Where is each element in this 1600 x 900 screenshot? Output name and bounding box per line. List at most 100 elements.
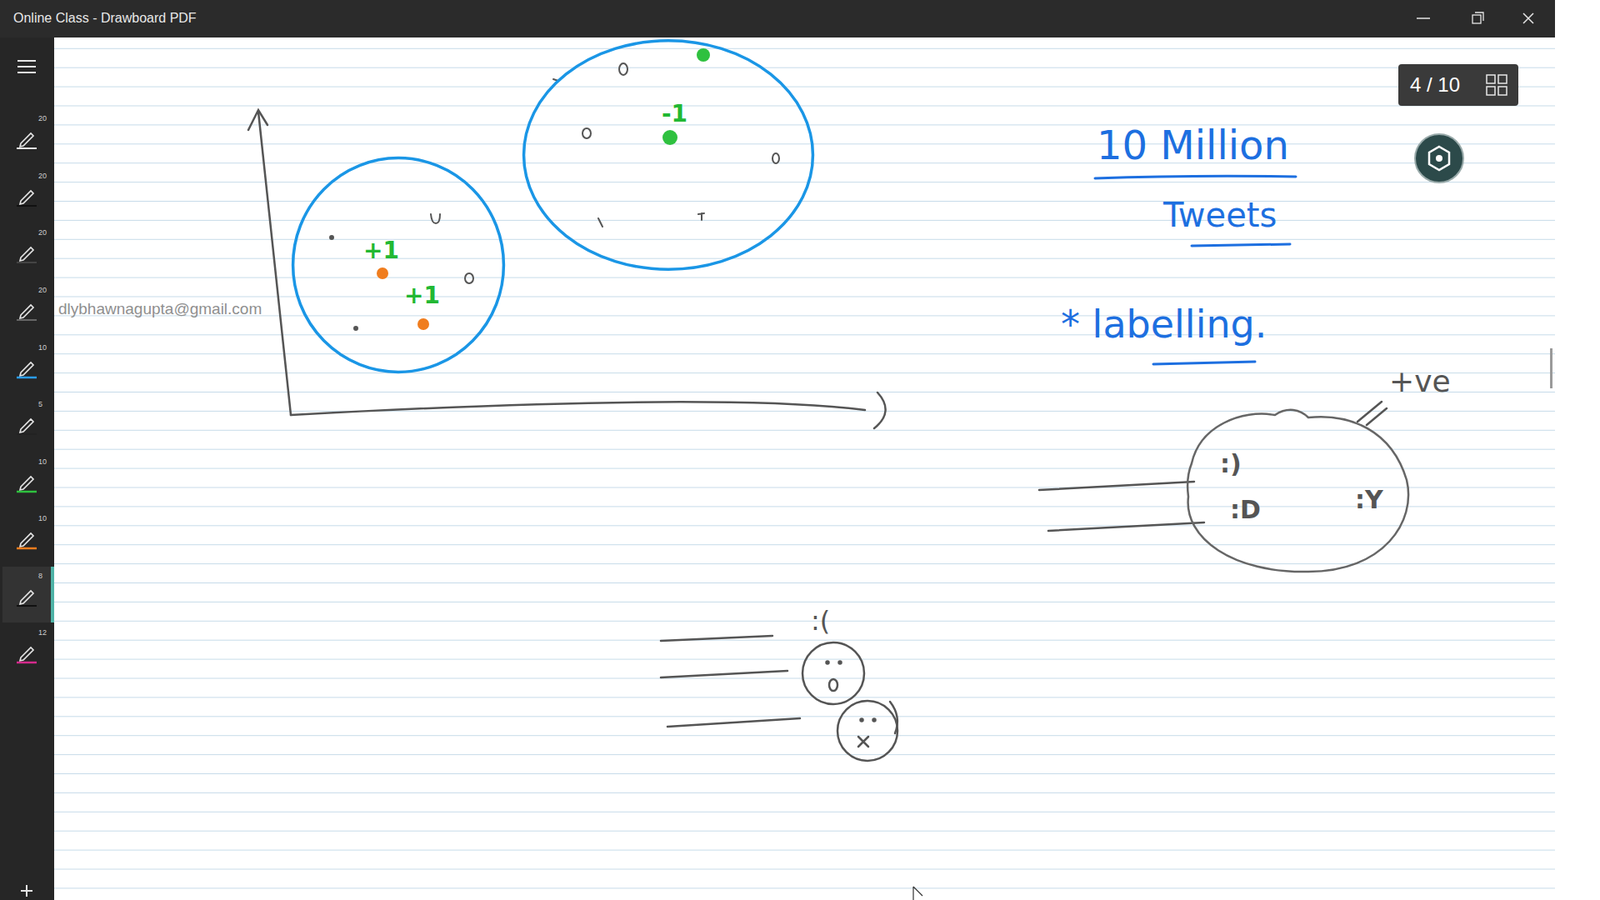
pen-icons	[16, 376, 37, 380]
sketch-lines	[1048, 522, 1205, 531]
page-indicator	[1398, 64, 1519, 106]
node-text: +1	[363, 239, 400, 263]
pen-icons	[20, 305, 34, 319]
pen-icons	[16, 490, 37, 494]
axes	[874, 392, 886, 429]
data-points	[465, 273, 474, 284]
toolbar	[50, 566, 55, 623]
scroll-mark	[1550, 348, 1553, 389]
node-outline	[520, 38, 816, 272]
data-points	[430, 214, 440, 224]
toolbar	[2, 566, 51, 623]
toolbar	[0, 37, 55, 900]
pen-icons	[16, 661, 37, 665]
class-dots	[376, 48, 710, 330]
note-text: +ve	[1389, 366, 1451, 397]
node-text: -1	[661, 102, 688, 126]
node-outline	[290, 155, 506, 375]
data-points	[330, 63, 780, 330]
pen-icons	[20, 133, 34, 147]
sketch-lines	[1357, 401, 1382, 422]
face-icons	[858, 736, 869, 747]
title-bar	[1523, 13, 1534, 24]
mouse-cursor	[913, 886, 923, 900]
note-heading: * labelling.	[1060, 305, 1267, 344]
page-indicator	[1498, 86, 1507, 95]
page-counter: 4 / 10	[1410, 75, 1460, 95]
hex-button	[1415, 134, 1464, 183]
pen-size: 10	[38, 458, 47, 466]
sketch-lines	[660, 670, 788, 678]
data-points	[698, 213, 705, 220]
note-heading: 10 Million	[1096, 125, 1290, 165]
data-points	[330, 235, 334, 240]
title-bar	[1472, 15, 1481, 24]
face-icons	[860, 719, 864, 722]
face-icons	[890, 701, 898, 734]
pen-icons	[16, 261, 37, 264]
axes	[290, 401, 865, 415]
sketch-lines	[667, 718, 800, 727]
data-points	[598, 218, 603, 227]
class-dots	[662, 130, 678, 145]
sketch-lines	[1366, 408, 1387, 425]
axes	[258, 111, 291, 415]
window-title: Online Class - Drawboard PDF	[13, 11, 197, 25]
sketch-lines	[660, 635, 773, 641]
node-text: :Y	[1355, 487, 1384, 513]
data-points	[354, 326, 358, 330]
node-outline	[1187, 410, 1409, 572]
class-dots	[696, 48, 710, 62]
page-indicator	[1486, 86, 1495, 95]
underlines	[1153, 361, 1255, 365]
hex-button	[1415, 134, 1464, 183]
face-icons	[873, 719, 876, 722]
underlines	[1095, 175, 1296, 179]
cluster-circle: +1+1	[290, 155, 506, 375]
underlines	[1191, 244, 1290, 246]
node-text: :D	[1230, 497, 1261, 523]
emoticon-cloud: :) :D :Y	[1183, 405, 1414, 574]
pen-icons	[16, 605, 37, 607]
toolbar	[20, 885, 33, 897]
pen-icons	[16, 147, 37, 150]
data-points	[772, 153, 780, 164]
face-icons	[837, 700, 898, 761]
node-text: :)	[1220, 451, 1242, 477]
node-text: +1	[404, 284, 440, 308]
data-points	[619, 63, 628, 75]
watermark: dlybhawnagupta@gmail.com	[58, 300, 262, 317]
pen-icons	[20, 419, 34, 433]
cluster-circle: -1	[520, 38, 816, 272]
axes	[248, 110, 886, 429]
pen-size: 8	[38, 572, 43, 580]
pen-icons	[20, 476, 34, 490]
title-bar	[0, 0, 1555, 38]
page-indicator	[1498, 75, 1507, 84]
pen-size: 20	[38, 172, 47, 180]
hex-button	[1429, 146, 1450, 170]
pen-size: 10	[38, 344, 47, 352]
pen-icons	[20, 190, 34, 205]
title-bar	[1475, 12, 1484, 21]
node-outline	[524, 40, 814, 270]
page-indicator	[1398, 64, 1519, 106]
pen-size: 20	[38, 229, 47, 237]
class-dots	[376, 267, 389, 280]
ruled-paper	[54, 37, 1555, 900]
pen-icons	[16, 133, 37, 663]
pen-icons	[16, 547, 37, 550]
pen-icons	[20, 533, 34, 547]
face-icons	[826, 661, 830, 665]
face-icons	[829, 679, 838, 691]
pen-size: 5	[38, 400, 43, 409]
pen-icons	[20, 362, 34, 376]
pen-icons	[16, 433, 37, 435]
sketch-lines	[1039, 481, 1195, 490]
page-indicator	[1486, 75, 1495, 84]
class-dots	[417, 318, 430, 330]
pen-size: 12	[38, 629, 47, 637]
pen-size: 20	[38, 286, 47, 295]
